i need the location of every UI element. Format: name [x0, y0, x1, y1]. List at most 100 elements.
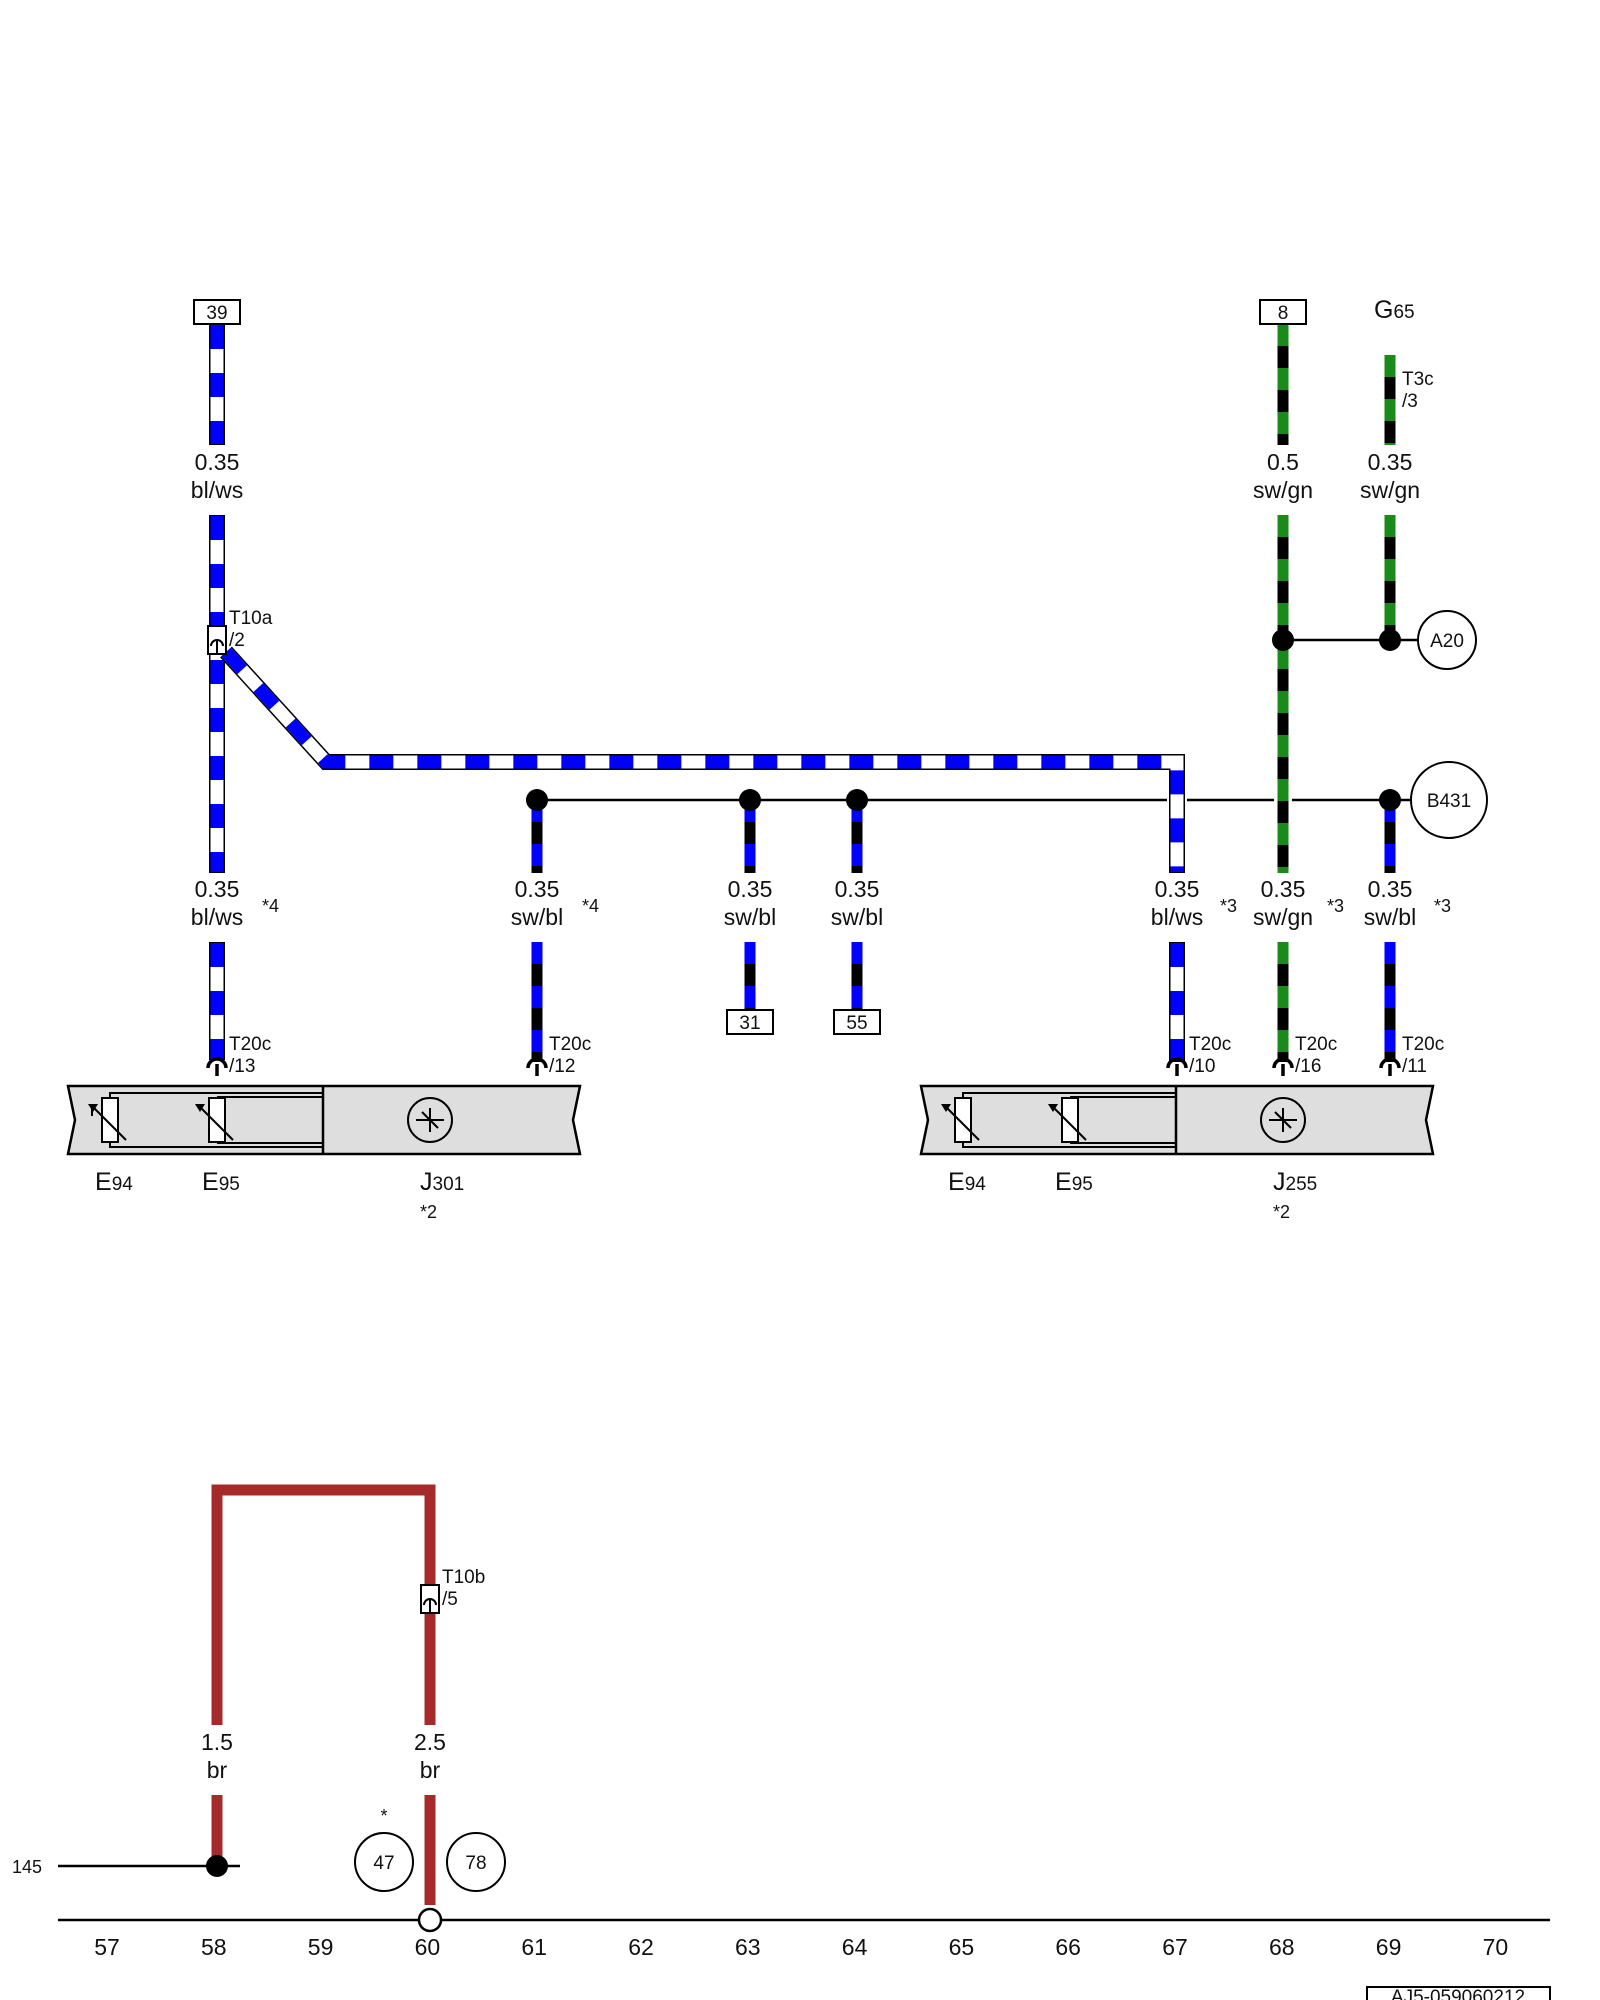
component-bar-left — [66, 1084, 582, 1156]
svg-text:sw/bl: sw/bl — [831, 904, 883, 930]
svg-text:1.5: 1.5 — [201, 1729, 233, 1755]
control-unit-symbol-j301 — [407, 1097, 453, 1143]
svg-text:T20c: T20c — [1189, 1034, 1231, 1055]
wire-label-w4: 0.35 bl/ws *4 — [191, 876, 279, 930]
svg-text:T20c: T20c — [1295, 1034, 1337, 1055]
svg-text:br: br — [207, 1757, 228, 1783]
connector-label-t10a: T10a /2 — [229, 608, 273, 651]
svg-text:/12: /12 — [549, 1056, 575, 1077]
connector-t10b-symbol — [420, 1584, 440, 1614]
connector-label-t10b: T10b /5 — [442, 1567, 485, 1610]
svg-text:/11: /11 — [1402, 1056, 1427, 1077]
terminal-55: 55 — [833, 1009, 881, 1035]
svg-text:0.35: 0.35 — [728, 876, 773, 902]
component-bar-right — [919, 1084, 1435, 1156]
wire-bl-ws-crossover — [220, 646, 1185, 1062]
grid-number: 63 — [735, 1934, 761, 1960]
svg-text:sw/gn: sw/gn — [1253, 477, 1313, 503]
wire-label-w2: 0.5 sw/gn — [1253, 449, 1313, 503]
document-id: AJ5-059060212 — [1366, 1986, 1551, 2000]
component-g65-label: G65 — [1374, 296, 1415, 324]
wire-label-w5: 0.35 sw/bl *4 — [511, 876, 599, 930]
svg-text:sw/bl: sw/bl — [511, 904, 563, 930]
svg-text:/2: /2 — [229, 630, 245, 651]
svg-text:0.35: 0.35 — [1155, 876, 1200, 902]
svg-text:T20c: T20c — [1402, 1034, 1444, 1055]
wire-label-w10: 0.35 sw/bl *3 — [1364, 876, 1451, 930]
ref-a20-label: A20 — [1430, 631, 1464, 652]
component-label-e95-left: E95 — [202, 1168, 240, 1196]
component-label-j255: J255 — [1273, 1168, 1317, 1196]
ref-47: 47 * — [354, 1806, 414, 1892]
wire-sw-bl-group — [531, 800, 1396, 1062]
svg-text:/16: /16 — [1295, 1056, 1321, 1077]
connector-label-t20c-12: T20c /12 — [549, 1034, 591, 1077]
connector-t10a-symbol — [207, 625, 227, 655]
svg-text:*4: *4 — [262, 896, 279, 916]
svg-text:0.35: 0.35 — [195, 876, 240, 902]
svg-text:/3: /3 — [1402, 391, 1418, 412]
wire-label-w3: 0.35 sw/gn — [1360, 449, 1420, 503]
grid-number: 57 — [94, 1934, 120, 1960]
component-label-e94-right: E94 — [948, 1168, 986, 1196]
ref-a20: A20 — [1417, 610, 1477, 670]
svg-text:0.35: 0.35 — [835, 876, 880, 902]
connector-label-t20c-10: T20c /10 — [1189, 1034, 1231, 1077]
svg-text:*3: *3 — [1434, 896, 1451, 916]
control-unit-symbol-j255 — [1260, 1097, 1306, 1143]
svg-text:*4: *4 — [582, 896, 599, 916]
svg-text:T3c: T3c — [1402, 369, 1434, 390]
sensor-symbol-e94-right — [941, 1097, 980, 1143]
svg-text:2.5: 2.5 — [414, 1729, 446, 1755]
grid-number: 65 — [949, 1934, 975, 1960]
pin-hook-t20c-13 — [206, 1057, 228, 1078]
terminal-39: 39 — [193, 299, 241, 325]
connector-label-t20c-16: T20c /16 — [1295, 1034, 1337, 1077]
grid-number: 67 — [1162, 1934, 1188, 1960]
svg-text:bl/ws: bl/ws — [1151, 904, 1203, 930]
svg-text:T10a: T10a — [229, 608, 273, 629]
svg-text:br: br — [420, 1757, 441, 1783]
svg-text:0.5: 0.5 — [1267, 449, 1299, 475]
grid-number: 59 — [308, 1934, 334, 1960]
terminal-8-label: 8 — [1278, 303, 1289, 324]
ref-b431: B431 — [1410, 761, 1488, 839]
wire-label-w12: 2.5 br — [414, 1729, 446, 1783]
svg-text:AJ5-059060212: AJ5-059060212 — [1391, 1987, 1525, 2000]
grid-number: 66 — [1055, 1934, 1081, 1960]
svg-text:0.35: 0.35 — [1368, 876, 1413, 902]
ref-47-label: 47 — [373, 1853, 394, 1874]
grid-number: 69 — [1376, 1934, 1402, 1960]
sensor-symbol-e95-right — [1048, 1097, 1087, 1143]
svg-text:bl/ws: bl/ws — [191, 477, 243, 503]
terminal-8: 8 — [1259, 299, 1307, 325]
component-label-j301: J301 — [420, 1168, 464, 1196]
terminal-39-label: 39 — [206, 303, 227, 324]
ground-bar — [58, 1907, 1550, 1933]
terminal-55-label: 55 — [846, 1013, 867, 1034]
svg-text:0.35: 0.35 — [195, 449, 240, 475]
svg-text:/5: /5 — [442, 1589, 458, 1610]
svg-text:sw/gn: sw/gn — [1360, 477, 1420, 503]
component-label-e94-left: E94 — [95, 1168, 133, 1196]
grid-number: 60 — [415, 1934, 441, 1960]
grid-number: 68 — [1269, 1934, 1295, 1960]
grid-number: 62 — [628, 1934, 654, 1960]
svg-text:0.35: 0.35 — [1261, 876, 1306, 902]
component-note-j255: *2 — [1273, 1202, 1290, 1222]
svg-text:T20c: T20c — [229, 1034, 271, 1055]
grid-number: 61 — [521, 1934, 547, 1960]
grid-number: 64 — [842, 1934, 868, 1960]
junction-dots — [526, 629, 1401, 811]
wire-label-w9: 0.35 sw/gn *3 — [1253, 876, 1344, 930]
svg-text:bl/ws: bl/ws — [191, 904, 243, 930]
svg-text:T20c: T20c — [549, 1034, 591, 1055]
ref-b431-label: B431 — [1427, 791, 1471, 812]
component-label-e95-right: E95 — [1055, 1168, 1093, 1196]
grid-number: 58 — [201, 1934, 227, 1960]
line-reference-145: 145 — [12, 1857, 42, 1877]
ref-47-note: * — [380, 1806, 387, 1826]
svg-text:0.35: 0.35 — [515, 876, 560, 902]
